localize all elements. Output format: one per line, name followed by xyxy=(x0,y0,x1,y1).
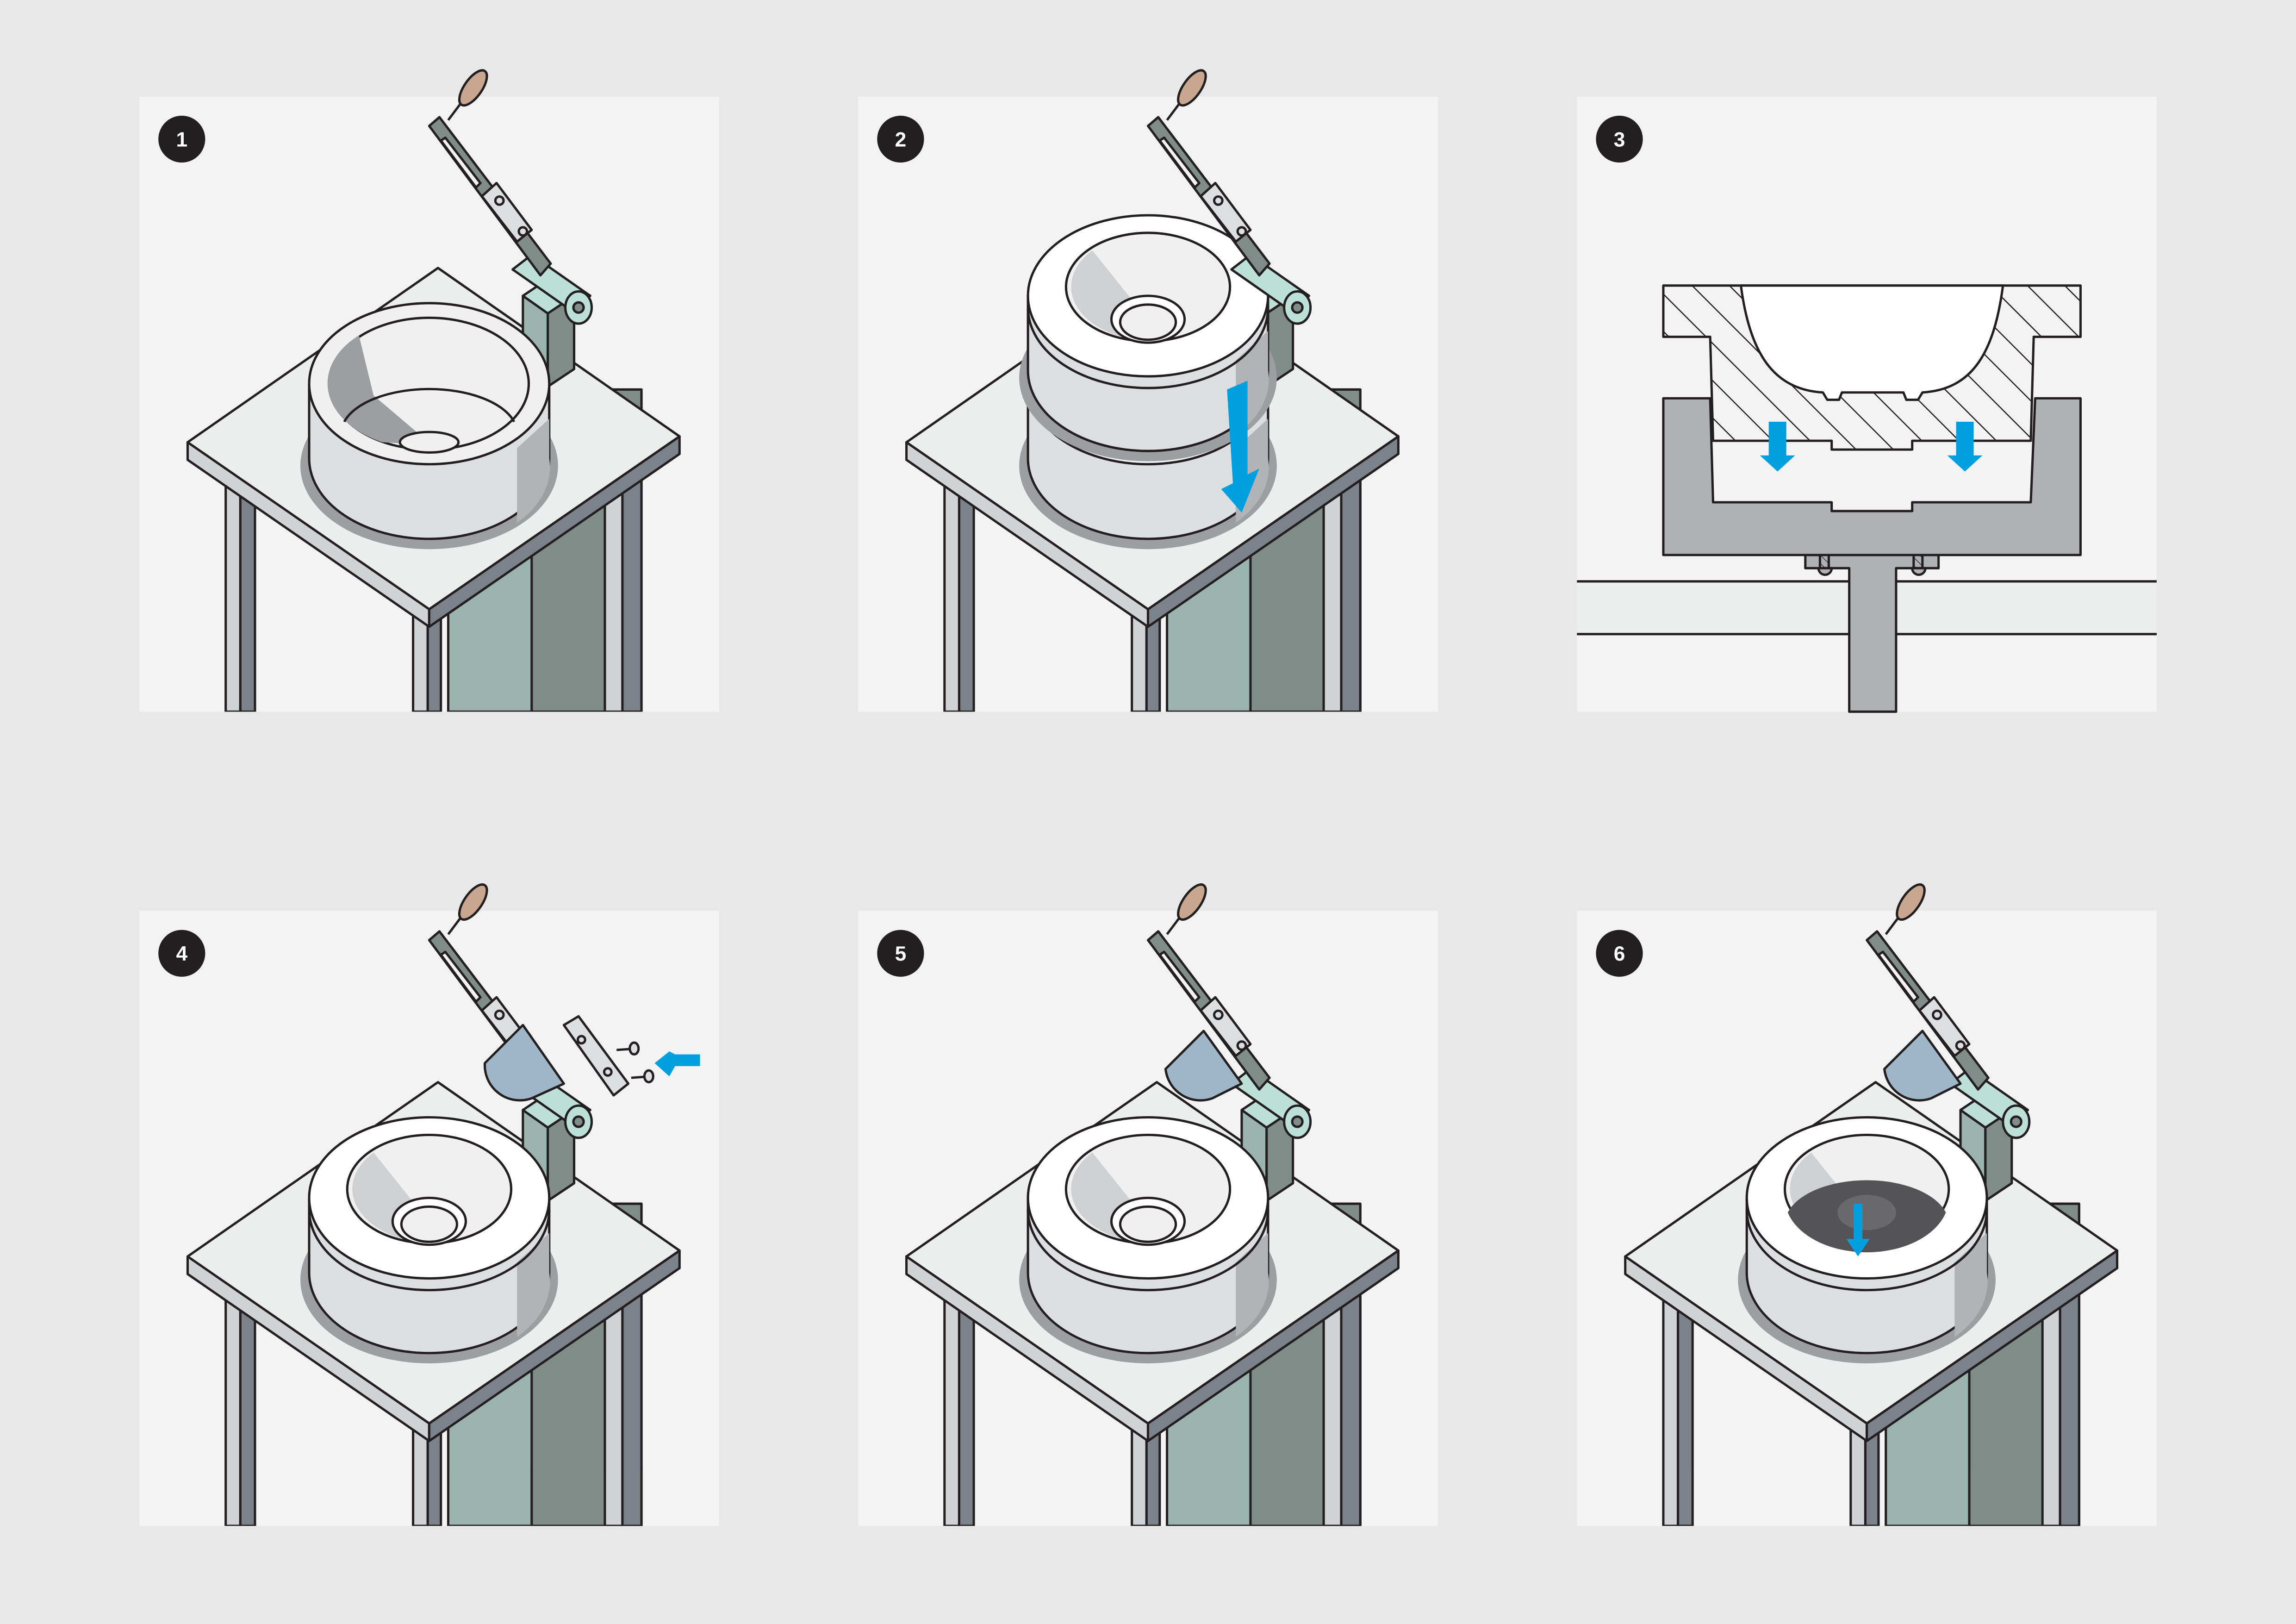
mold-ring xyxy=(300,303,558,549)
step-number: 5 xyxy=(895,943,907,965)
step-4-panel: 4 xyxy=(139,880,719,1526)
down-arrow-icon xyxy=(1846,1204,1870,1257)
step-2-panel: 2 xyxy=(858,66,1438,712)
down-arrow-icon xyxy=(1221,381,1259,513)
screw-icon xyxy=(631,1069,654,1084)
step-1-panel: 1 xyxy=(139,66,719,712)
insert-arrow-icon xyxy=(654,1051,700,1076)
screw-icon xyxy=(616,1041,640,1056)
step-6-panel: 6 xyxy=(1577,880,2157,1526)
step-number: 6 xyxy=(1614,943,1625,965)
step-3-panel: 3 xyxy=(1577,96,2157,713)
step-5-panel: 5 xyxy=(858,880,1438,1526)
down-arrow-icon xyxy=(1760,422,1795,472)
bowl-mold xyxy=(300,1118,558,1363)
step-number: 1 xyxy=(176,128,187,151)
step-number: 3 xyxy=(1614,128,1625,151)
bowl-cavity xyxy=(1740,284,2004,401)
bracket xyxy=(483,1024,565,1102)
bracket xyxy=(1164,1030,1243,1102)
bracket xyxy=(1883,1030,1962,1102)
step-number: 2 xyxy=(895,128,907,151)
bowl-mold xyxy=(1019,1118,1277,1363)
base-mold xyxy=(1662,397,2082,556)
step-number: 4 xyxy=(176,943,187,965)
